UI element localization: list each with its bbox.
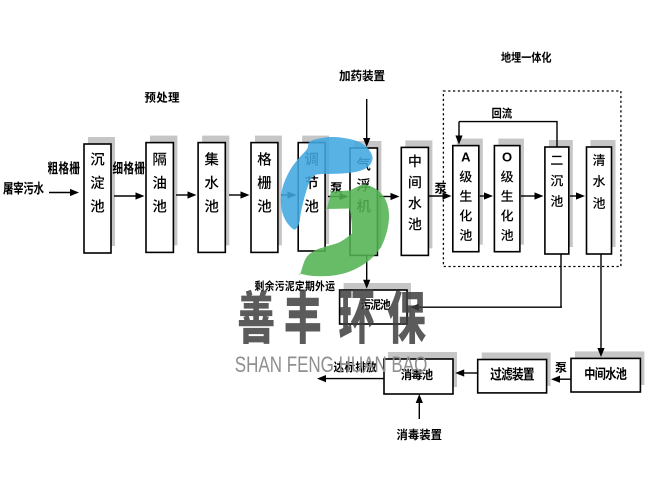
svg-text:A: A — [461, 150, 471, 165]
svg-text:SHAN FENG HUAN BAO: SHAN FENG HUAN BAO — [235, 352, 427, 377]
svg-text:O: O — [502, 150, 512, 165]
